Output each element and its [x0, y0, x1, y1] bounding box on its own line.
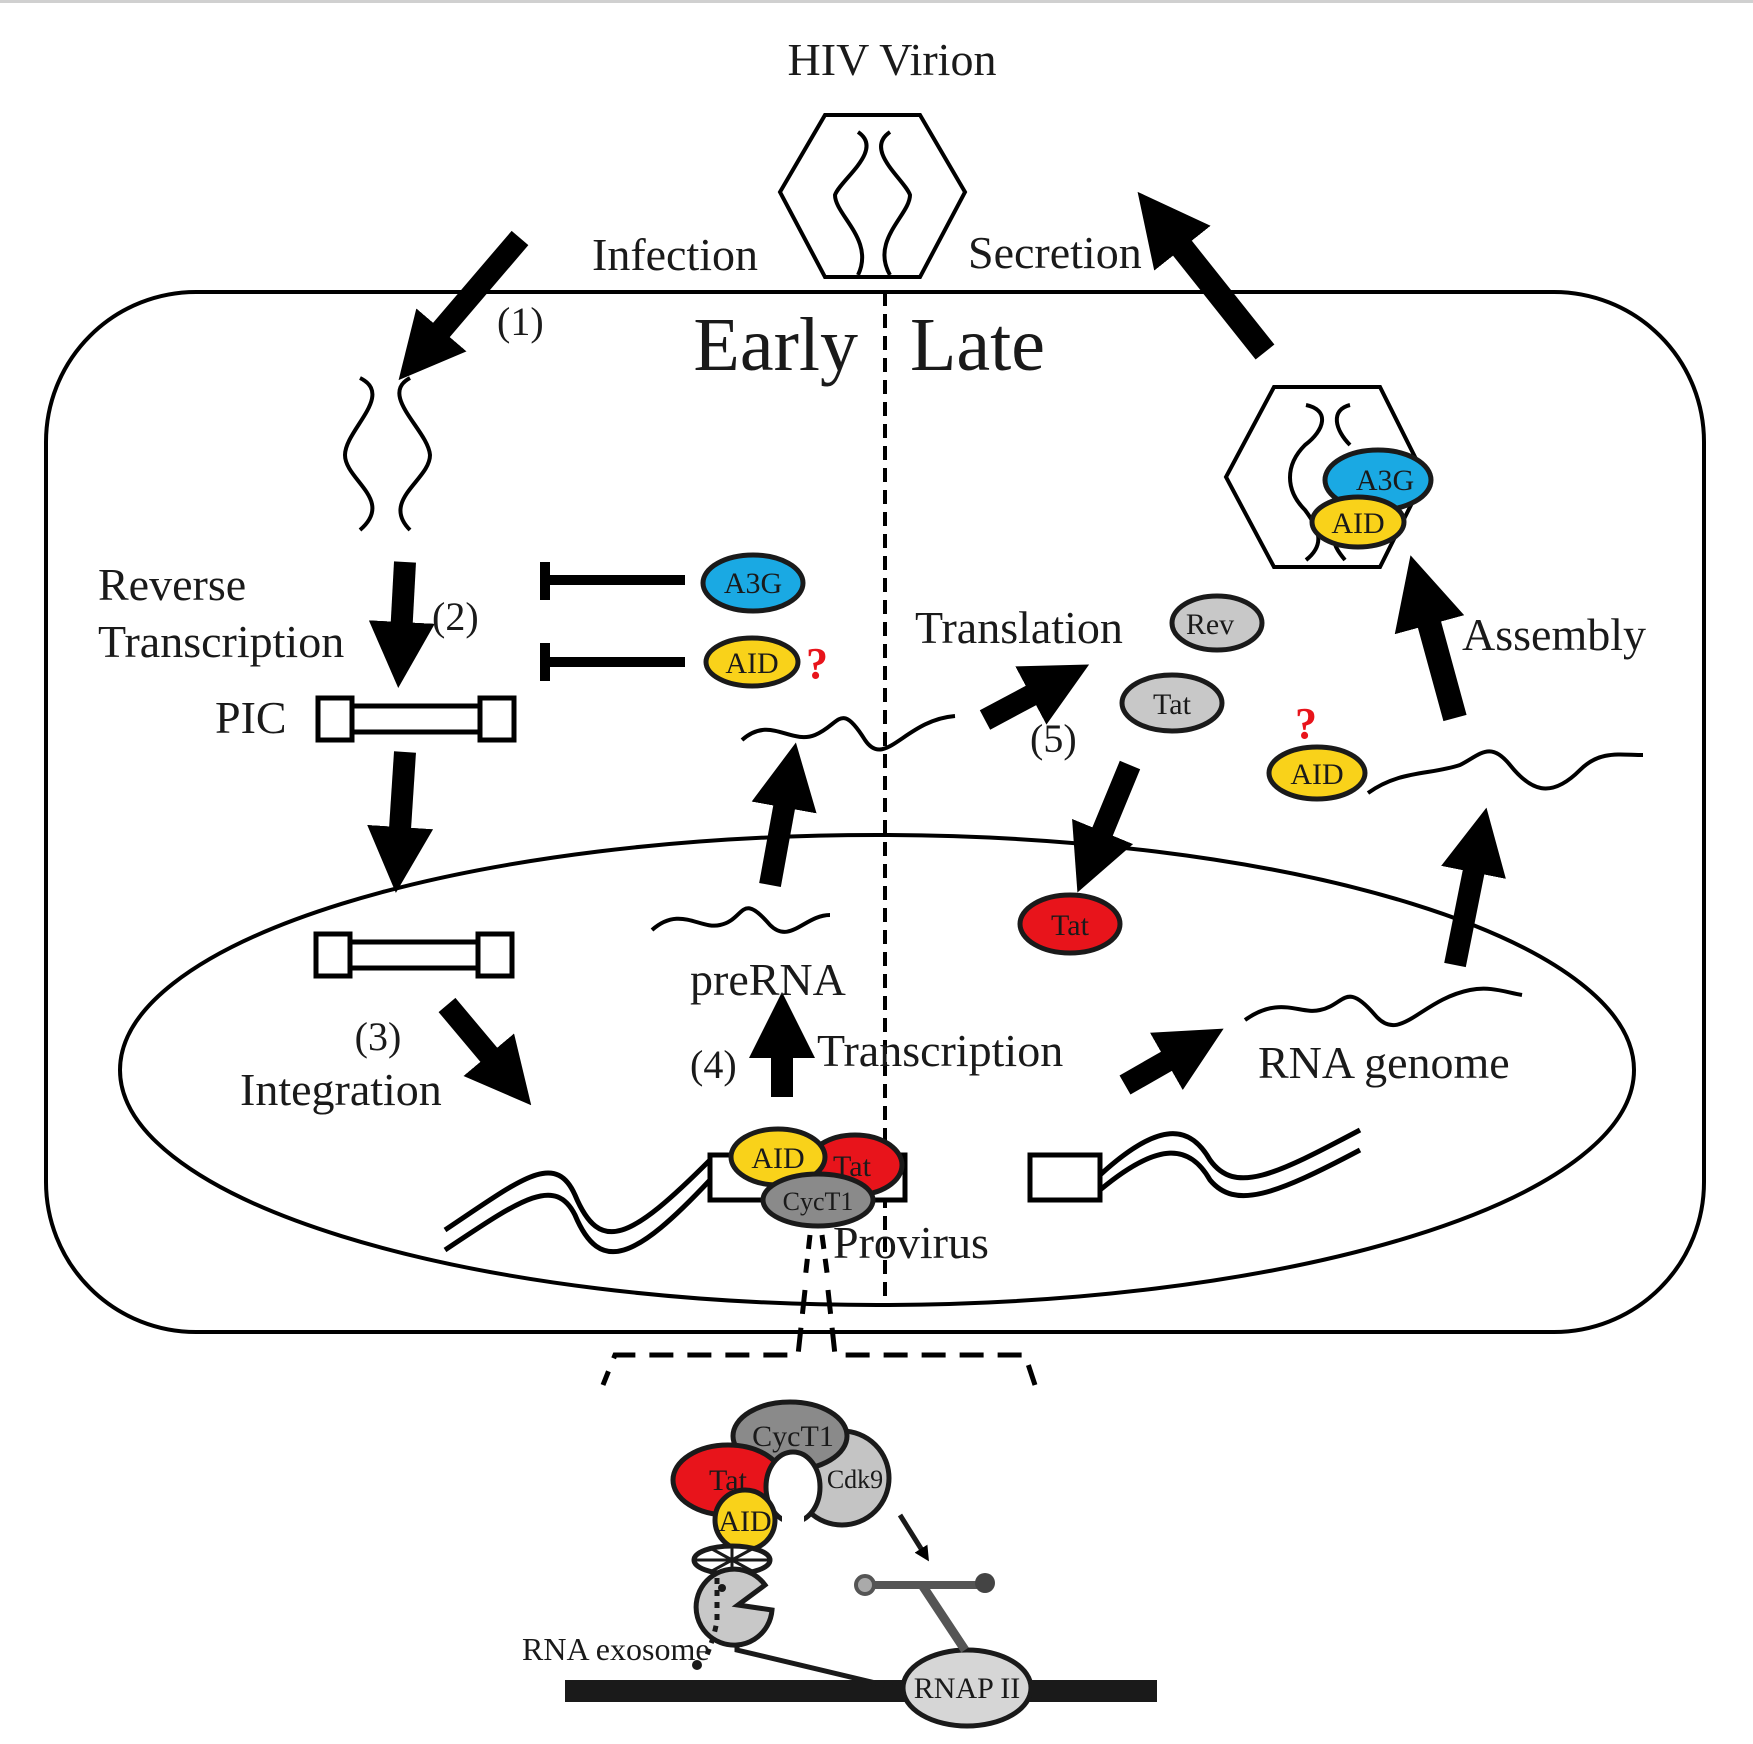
label-integration: Integration [240, 1064, 442, 1115]
inhibition-aid [540, 643, 685, 681]
label-step-4: (4) [690, 1042, 737, 1087]
label-rna-exosome: RNA exosome [522, 1631, 710, 1667]
svg-text:AID: AID [1290, 758, 1343, 791]
aid-protein-cyto: AID [703, 635, 801, 689]
dna-in-nucleus [313, 931, 515, 979]
aid-provirus: AID [728, 1126, 828, 1188]
viral-rna-icon [342, 376, 433, 532]
arrow-genome-export [1441, 807, 1506, 968]
svg-text:CycT1: CycT1 [783, 1187, 854, 1216]
label-step-3: (3) [355, 1014, 402, 1059]
cyto-genome-strand [1366, 749, 1644, 795]
arrow-tat-import [1072, 760, 1141, 893]
arrow-nuclear-import [367, 751, 434, 893]
tar-stem-gap [782, 1515, 804, 1535]
title-hiv-virion: HIV Virion [788, 34, 997, 85]
cyct1-protein: CycT1 [730, 1399, 850, 1473]
virion-icon [777, 113, 968, 279]
arrow-rna-genome [1119, 1028, 1224, 1095]
label-reverse: Reverse [98, 559, 246, 610]
svg-text:Rev: Rev [1186, 608, 1234, 641]
rna-genome-strand [1243, 986, 1523, 1028]
arrow-secretion [1137, 191, 1275, 360]
cyct1-provirus: CycT1 [760, 1171, 876, 1229]
zoom-callout [600, 1234, 1038, 1386]
svg-text:A3G: A3G [1356, 464, 1414, 497]
rnap-ii: RNAP II [900, 1647, 1034, 1729]
arrow-infection [398, 230, 529, 381]
arrow-integration [438, 997, 532, 1106]
label-transcription: Transcription [817, 1025, 1063, 1076]
svg-text:CycT1: CycT1 [752, 1420, 834, 1453]
arrow-phosphorylation [897, 1513, 929, 1562]
pic-dna [315, 695, 517, 743]
cell-membrane [44, 290, 1706, 1334]
tat-protein-nuclear: Tat [1017, 892, 1123, 956]
question-mark-late: ? [1295, 699, 1317, 748]
label-early: Early [693, 303, 858, 387]
label-step-5: (5) [1030, 716, 1077, 761]
label-transcription-rt: Transcription [98, 616, 344, 667]
rev-protein: Rev [1169, 593, 1265, 653]
question-mark: ? [806, 639, 828, 688]
svg-text:AID: AID [718, 1505, 771, 1538]
aid-protein-complex: AID [712, 1487, 778, 1553]
a3g-protein: A3G [700, 552, 806, 614]
svg-text:A3G: A3G [724, 567, 782, 600]
rna-end-dot [692, 1660, 702, 1670]
label-infection: Infection [592, 229, 758, 280]
aid-in-virion: AID [1309, 494, 1407, 550]
arrow-assembly [1394, 555, 1467, 722]
label-rna-genome: RNA genome [1258, 1037, 1510, 1088]
pacman-eye [718, 1584, 726, 1592]
label-provirus: Provirus [833, 1217, 989, 1268]
svg-text:Tat: Tat [1153, 688, 1192, 721]
label-assembly: Assembly [1462, 609, 1646, 660]
svg-text:RNAP II: RNAP II [914, 1672, 1020, 1705]
aid-protein-late: AID [1266, 744, 1368, 802]
label-step-1: (1) [497, 299, 544, 344]
prerna-strand [650, 906, 831, 934]
inhibition-a3g [540, 562, 685, 600]
svg-text:AID: AID [725, 647, 778, 680]
svg-text:AID: AID [751, 1142, 804, 1175]
svg-text:AID: AID [1331, 507, 1384, 540]
arrow-reverse-transcription [368, 561, 435, 688]
rnap-ctd [854, 1573, 995, 1653]
svg-text:Tat: Tat [1051, 909, 1090, 942]
dna-template [565, 1680, 1157, 1702]
arrow-translation [979, 664, 1090, 730]
arrow-export [751, 742, 817, 887]
tat-protein-cyto: Tat [1119, 672, 1225, 734]
label-late: Late [910, 303, 1045, 387]
label-translation: Translation [915, 602, 1123, 653]
nucleus [118, 833, 1636, 1307]
label-secretion: Secretion [968, 227, 1142, 278]
mrna-strand [740, 714, 956, 752]
svg-text:Cdk9: Cdk9 [827, 1465, 883, 1494]
top-border [0, 0, 1753, 3]
label-prerna: preRNA [690, 954, 846, 1005]
label-step-2: (2) [432, 594, 479, 639]
label-pic: PIC [215, 692, 287, 743]
